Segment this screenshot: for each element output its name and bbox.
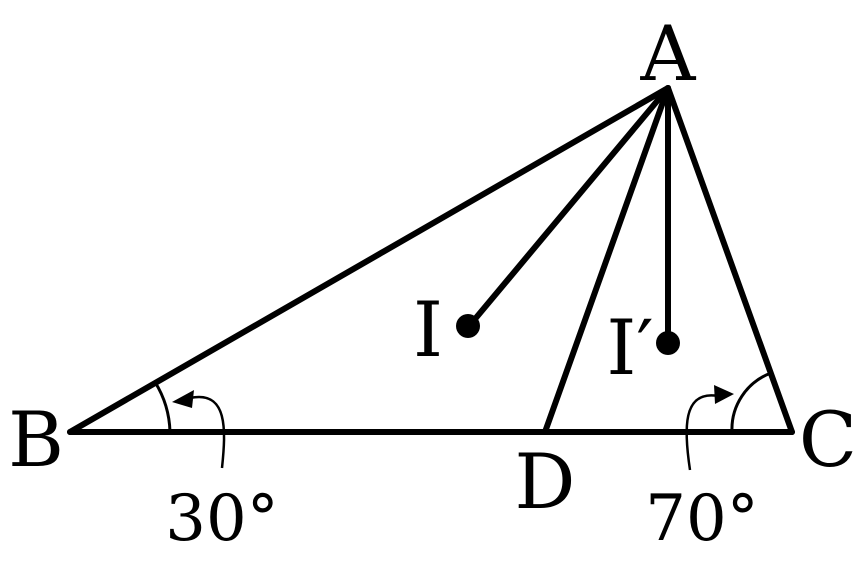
label-b: B	[8, 395, 64, 484]
segment-ab	[67, 85, 671, 435]
segment-ad	[542, 85, 671, 435]
angle-b-pointer	[189, 395, 226, 469]
angle-c-label: 70°	[645, 482, 758, 556]
label-a: A	[640, 9, 697, 98]
label-c: C	[799, 395, 857, 484]
segment-ac	[665, 85, 795, 435]
angle-b-arrowhead	[172, 390, 194, 408]
point-i-prime-dot	[656, 331, 680, 355]
label-d: D	[515, 437, 576, 526]
angle-c-arrowhead	[714, 385, 734, 404]
segment-ai	[467, 85, 671, 328]
label-i: I	[413, 285, 443, 374]
angle-c-pointer	[685, 394, 719, 471]
angle-b-label: 30°	[165, 482, 278, 556]
angle-c-arc	[730, 371, 772, 433]
angle-b-arc	[153, 381, 172, 433]
point-i-dot	[456, 314, 480, 338]
label-i-prime: I′	[606, 303, 653, 392]
